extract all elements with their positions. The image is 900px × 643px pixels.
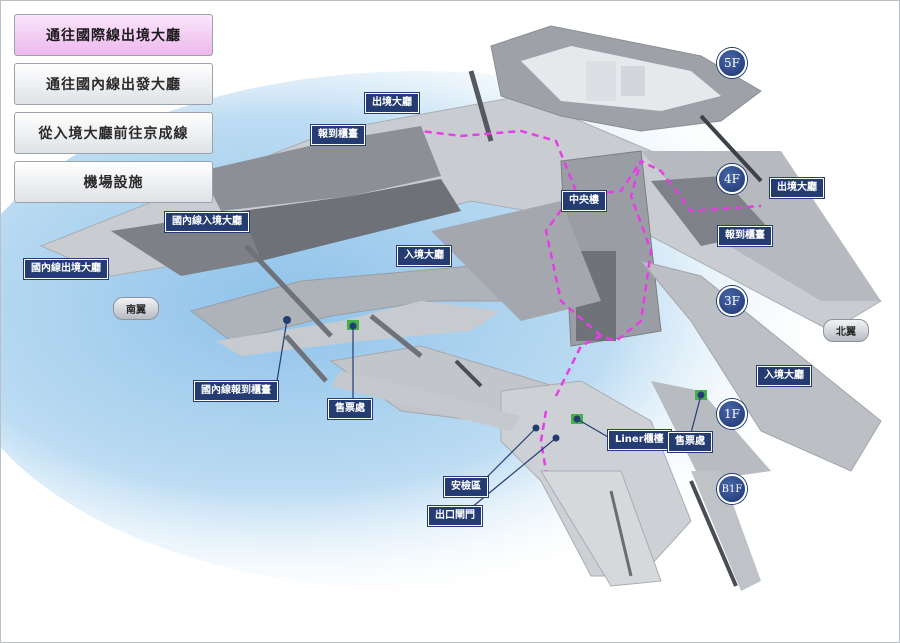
label-central-building: 中央樓	[562, 191, 606, 211]
label-domestic-checkin: 國內線報到櫃臺	[194, 381, 278, 401]
label-arrival-lobby-3f: 入境大廳	[397, 246, 451, 266]
label-exit-gate: 出口閘門	[428, 506, 482, 526]
floor-1f-badge[interactable]: 1F	[717, 399, 747, 429]
floor-b1f-badge[interactable]: B1F	[717, 474, 747, 504]
label-departure-lobby-5f: 出境大廳	[365, 93, 419, 113]
leader-lines	[276, 319, 702, 509]
lower-deck-1f-b1f	[329, 345, 771, 591]
floor-4f-badge[interactable]: 4F	[717, 164, 747, 194]
nav-domestic-departure[interactable]: 通往國內線出發大廳	[14, 63, 213, 105]
label-domestic-departure: 國內線出境大廳	[24, 259, 108, 279]
label-security: 安檢區	[444, 477, 488, 497]
label-departure-lobby-4f: 出境大廳	[770, 178, 824, 198]
north-wing-label: 北翼	[823, 319, 869, 342]
label-checkin-4f: 報到櫃臺	[718, 226, 772, 246]
nav-international-departure[interactable]: 通往國際線出境大廳	[14, 14, 213, 56]
label-domestic-arrival: 國內線入境大廳	[165, 212, 249, 232]
nav-arrival-to-keisei[interactable]: 從入境大廳前往京成線	[14, 112, 213, 154]
label-ticket-office-left: 售票處	[328, 399, 372, 419]
south-wing-label: 南翼	[113, 297, 159, 320]
label-checkin-5f: 報到櫃臺	[311, 125, 365, 145]
label-ticket-office-right: 售票處	[668, 432, 712, 452]
label-liner-counter: Liner櫃檯	[608, 430, 671, 450]
nav-airport-facilities[interactable]: 機場設施	[14, 161, 213, 203]
floor-5f-badge[interactable]: 5F	[717, 48, 747, 78]
label-arrival-lobby-1f: 入境大廳	[757, 366, 811, 386]
route-path	[420, 129, 762, 472]
walkways	[244, 244, 521, 431]
floor-3f-badge[interactable]: 3F	[717, 286, 747, 316]
